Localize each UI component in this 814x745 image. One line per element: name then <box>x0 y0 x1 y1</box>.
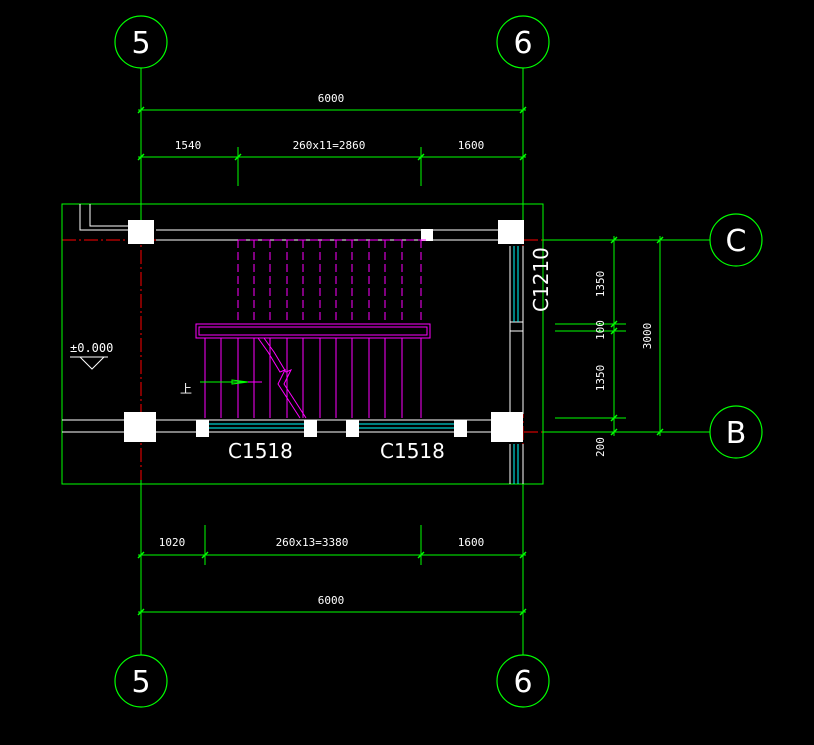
window-tag-right: C1518 <box>380 439 445 463</box>
level-mark-label: ±0.000 <box>70 341 113 355</box>
column <box>454 420 467 437</box>
window-tag-left: C1518 <box>228 439 293 463</box>
axis-bubble-icon <box>114 15 763 708</box>
dim-right-mid: 100 <box>594 320 607 340</box>
axis-label-6-top: 6 <box>513 26 532 61</box>
dim-right-total: 3000 <box>641 323 654 350</box>
axis-label-b: B <box>726 416 747 451</box>
column <box>124 412 156 442</box>
dim-bottom-total: 6000 <box>318 594 345 607</box>
stair-handrail <box>195 323 431 419</box>
dimension-ticks <box>137 106 664 616</box>
window-tag-side: C1210 <box>529 247 553 312</box>
dim-bottom-left: 1020 <box>159 536 186 549</box>
dim-top-right: 1600 <box>458 139 485 152</box>
dim-top-mid: 260x11=2860 <box>293 139 366 152</box>
column <box>346 420 359 437</box>
dim-right-bottom: 200 <box>594 437 607 457</box>
axis-label-5-top: 5 <box>131 26 150 61</box>
up-mark-label: 上 <box>180 382 192 396</box>
axis-label-5-bottom: 5 <box>131 665 150 700</box>
dim-top-total: 6000 <box>318 92 345 105</box>
stair-lower-flight <box>204 338 422 418</box>
level-triangle-icon <box>70 356 108 370</box>
columns <box>124 220 524 442</box>
dim-right-lower: 1350 <box>594 365 607 392</box>
dim-top-left: 1540 <box>175 139 202 152</box>
up-arrow-icon <box>200 379 262 385</box>
dim-bottom-right: 1600 <box>458 536 485 549</box>
stair-upper-flight <box>237 239 430 324</box>
column <box>491 412 523 442</box>
dim-bottom-mid: 260x13=3380 <box>276 536 349 549</box>
column <box>304 420 317 437</box>
windows <box>209 246 519 484</box>
dimension-lines <box>61 68 710 655</box>
axis-label-6-bottom: 6 <box>513 665 532 700</box>
column <box>196 420 209 437</box>
axis-label-c: C <box>726 224 747 259</box>
dim-right-upper: 1350 <box>594 271 607 298</box>
column <box>128 220 154 244</box>
column <box>421 229 433 241</box>
column <box>498 220 524 244</box>
